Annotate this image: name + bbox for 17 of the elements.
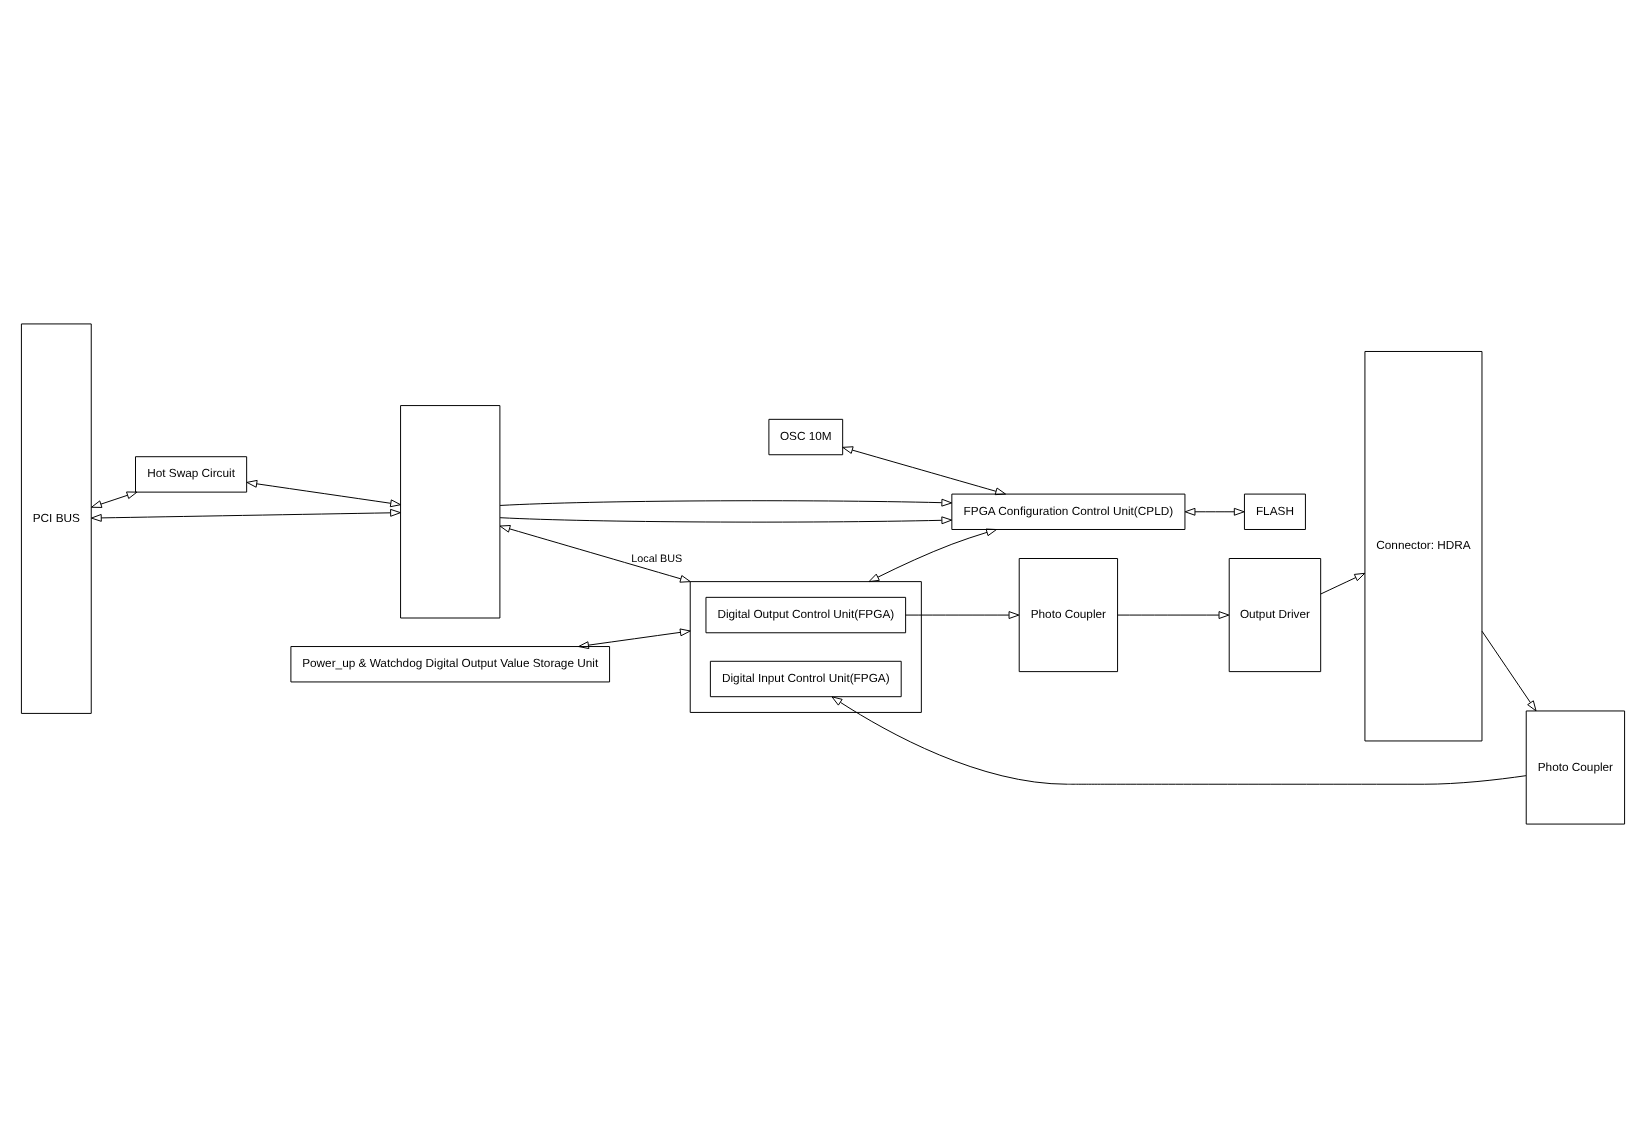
arrow [1320,571,1366,594]
arrow [91,490,138,507]
arrow [1117,610,1230,618]
arrow [246,478,402,507]
arrow [868,527,997,582]
cluster [689,580,922,712]
arrow [905,610,1020,618]
arrow [499,515,953,524]
arrow [578,627,691,649]
arrow [842,445,1007,495]
arrow [90,507,401,521]
arrow [831,695,1527,784]
arrow [1184,506,1245,515]
node-box [400,404,501,618]
arrow [1481,629,1537,711]
arrow [499,524,691,582]
arrow [499,497,953,506]
